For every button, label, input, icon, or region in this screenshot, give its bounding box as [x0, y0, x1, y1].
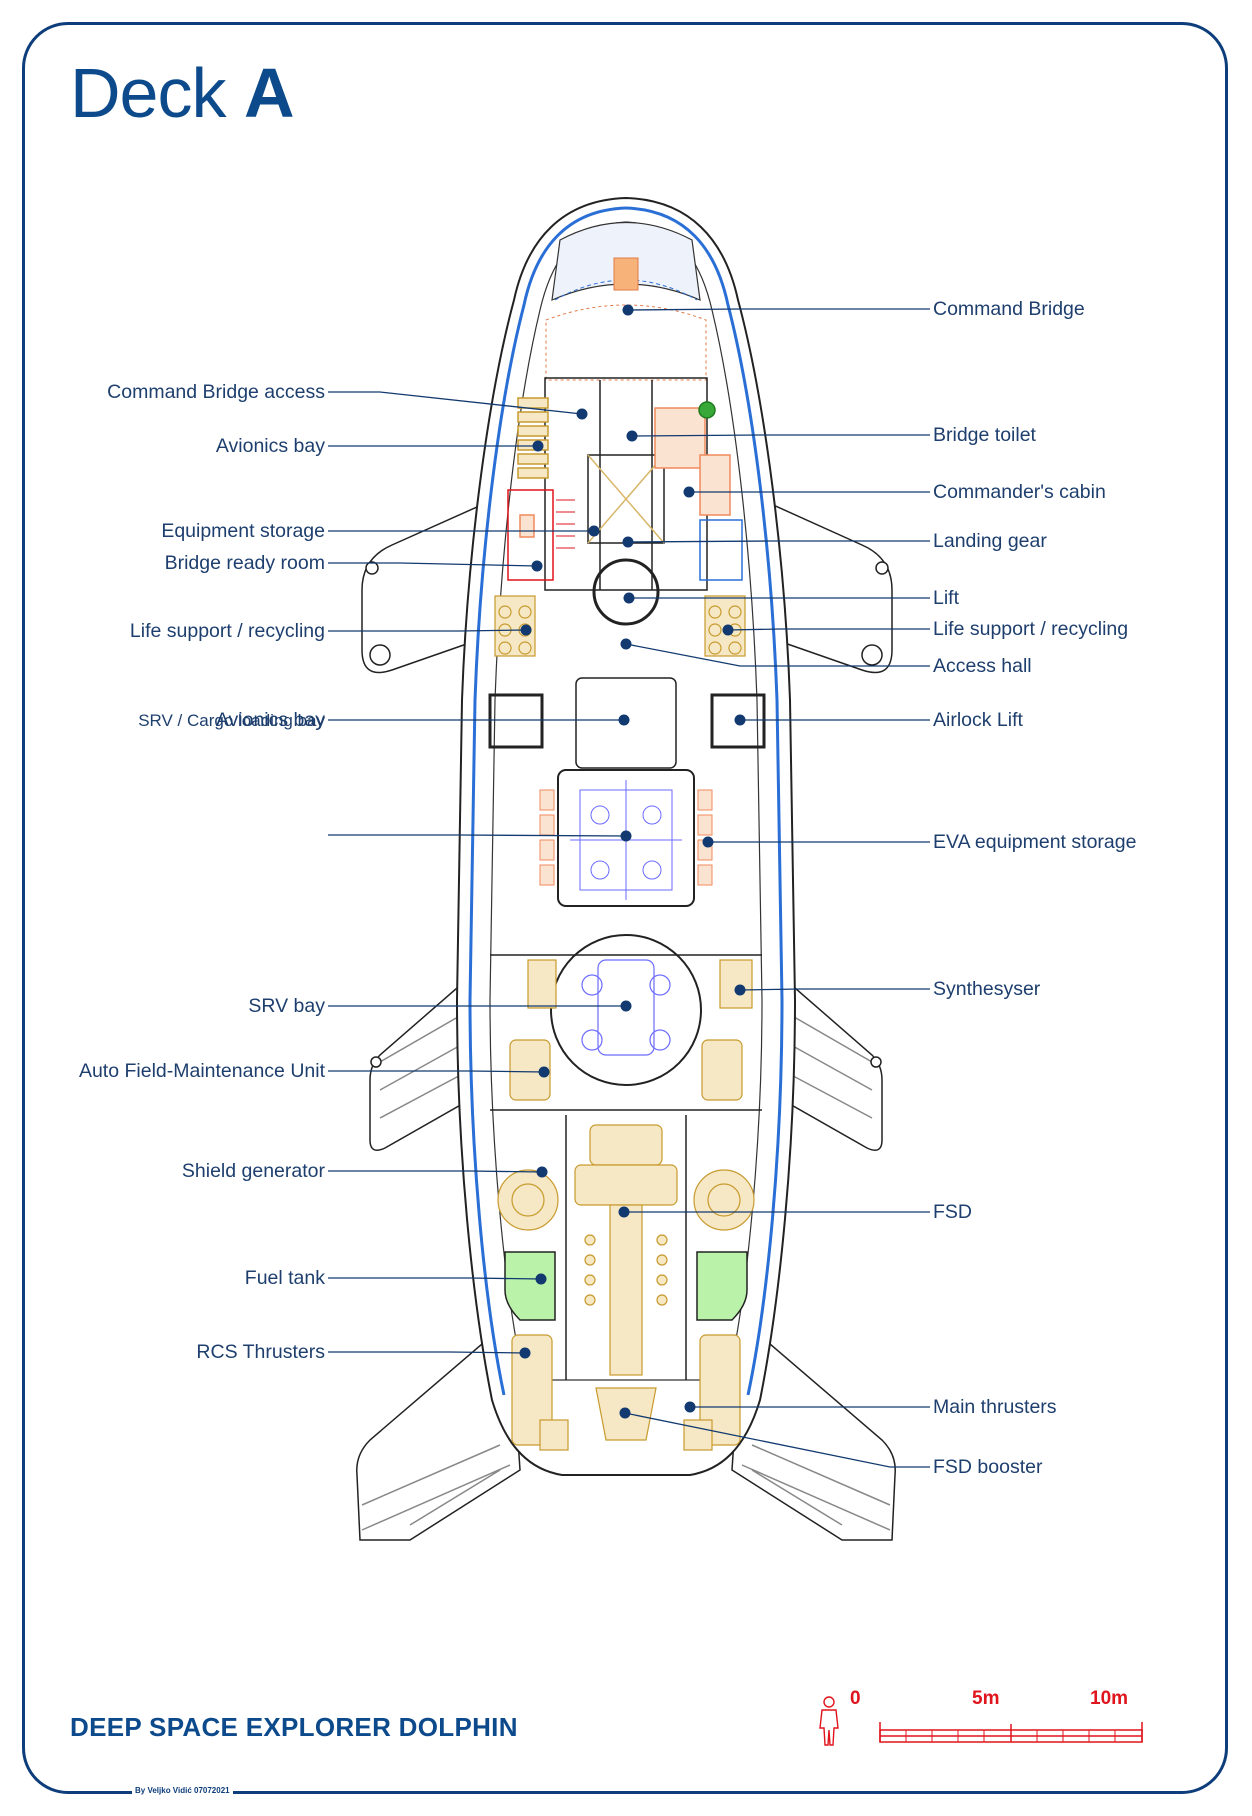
engineering-compartments [565, 1115, 687, 1380]
label-fsd-booster: FSD booster [933, 1456, 1043, 1478]
label-equipment-storage: Equipment storage [161, 520, 325, 542]
label-main-thrusters: Main thrusters [933, 1396, 1057, 1418]
label-eva-equipment-storage: EVA equipment storage [933, 831, 1137, 853]
label-command-bridge: Command Bridge [933, 298, 1085, 320]
label-commanders-cabin: Commander's cabin [933, 481, 1106, 503]
author-credit: By Veljko Vidić 07072021 [132, 1786, 233, 1795]
title-prefix: Deck [70, 54, 226, 132]
label-shield-generator: Shield generator [181, 1160, 325, 1182]
label-landing-gear: Landing gear [933, 530, 1047, 552]
scale-label-5m: 5m [972, 1688, 1000, 1709]
label-rcs-thrusters: RCS Thrusters [196, 1341, 325, 1363]
label-life-support-left: Life support / recycling [129, 620, 325, 642]
human-scale-figure-icon [819, 1696, 839, 1746]
label-bridge-ready-room: Bridge ready room [164, 552, 325, 574]
label-synthesyser: Synthesyser [933, 978, 1041, 1000]
page-frame [22, 22, 1228, 1794]
label-airlock-lift: Airlock Lift [933, 709, 1023, 731]
label-avionics-bay-mid: Avionics bay [215, 709, 325, 731]
label-srv-bay: SRV bay [248, 995, 325, 1017]
label-life-support-right: Life support / recycling [933, 618, 1129, 640]
ship-name: DEEP SPACE EXPLORER DOLPHIN [70, 1712, 518, 1742]
rcs-and-main-thrusters [511, 1334, 741, 1451]
page-title: Deck A [70, 58, 294, 128]
label-bridge-toilet: Bridge toilet [933, 424, 1036, 446]
label-fsd: FSD [933, 1201, 972, 1223]
fsd-machine [574, 1124, 678, 1376]
shield-generators [497, 1169, 755, 1231]
leader-lines [328, 308, 930, 1468]
label-auto-field-maintenance-unit: Auto Field-Maintenance Unit [78, 1060, 325, 1082]
label-access-hall: Access hall [933, 655, 1032, 677]
scale-bar [879, 1722, 1143, 1743]
wing-rear-right [731, 1318, 896, 1541]
title-deck-letter: A [243, 54, 295, 132]
wing-mid-left [369, 966, 481, 1151]
scale-label-zero: 0 [850, 1688, 861, 1709]
fuel-tanks [504, 1251, 748, 1321]
label-dots [519, 304, 746, 1419]
label-lift: Lift [933, 587, 960, 609]
wing-rear-left [356, 1318, 521, 1541]
label-srv-cargo-loading-bay: SRV / Cargo loading bay [138, 711, 325, 730]
wing-mid-right [771, 966, 883, 1151]
label-command-bridge-access: Command Bridge access [107, 381, 325, 403]
label-fuel-tank: Fuel tank [244, 1267, 325, 1289]
scale-label-10m: 10m [1090, 1688, 1129, 1709]
label-avionics-bay-front: Avionics bay [215, 435, 325, 457]
afmu-machine [509, 1039, 743, 1101]
synthesyser-machine [527, 959, 753, 1009]
